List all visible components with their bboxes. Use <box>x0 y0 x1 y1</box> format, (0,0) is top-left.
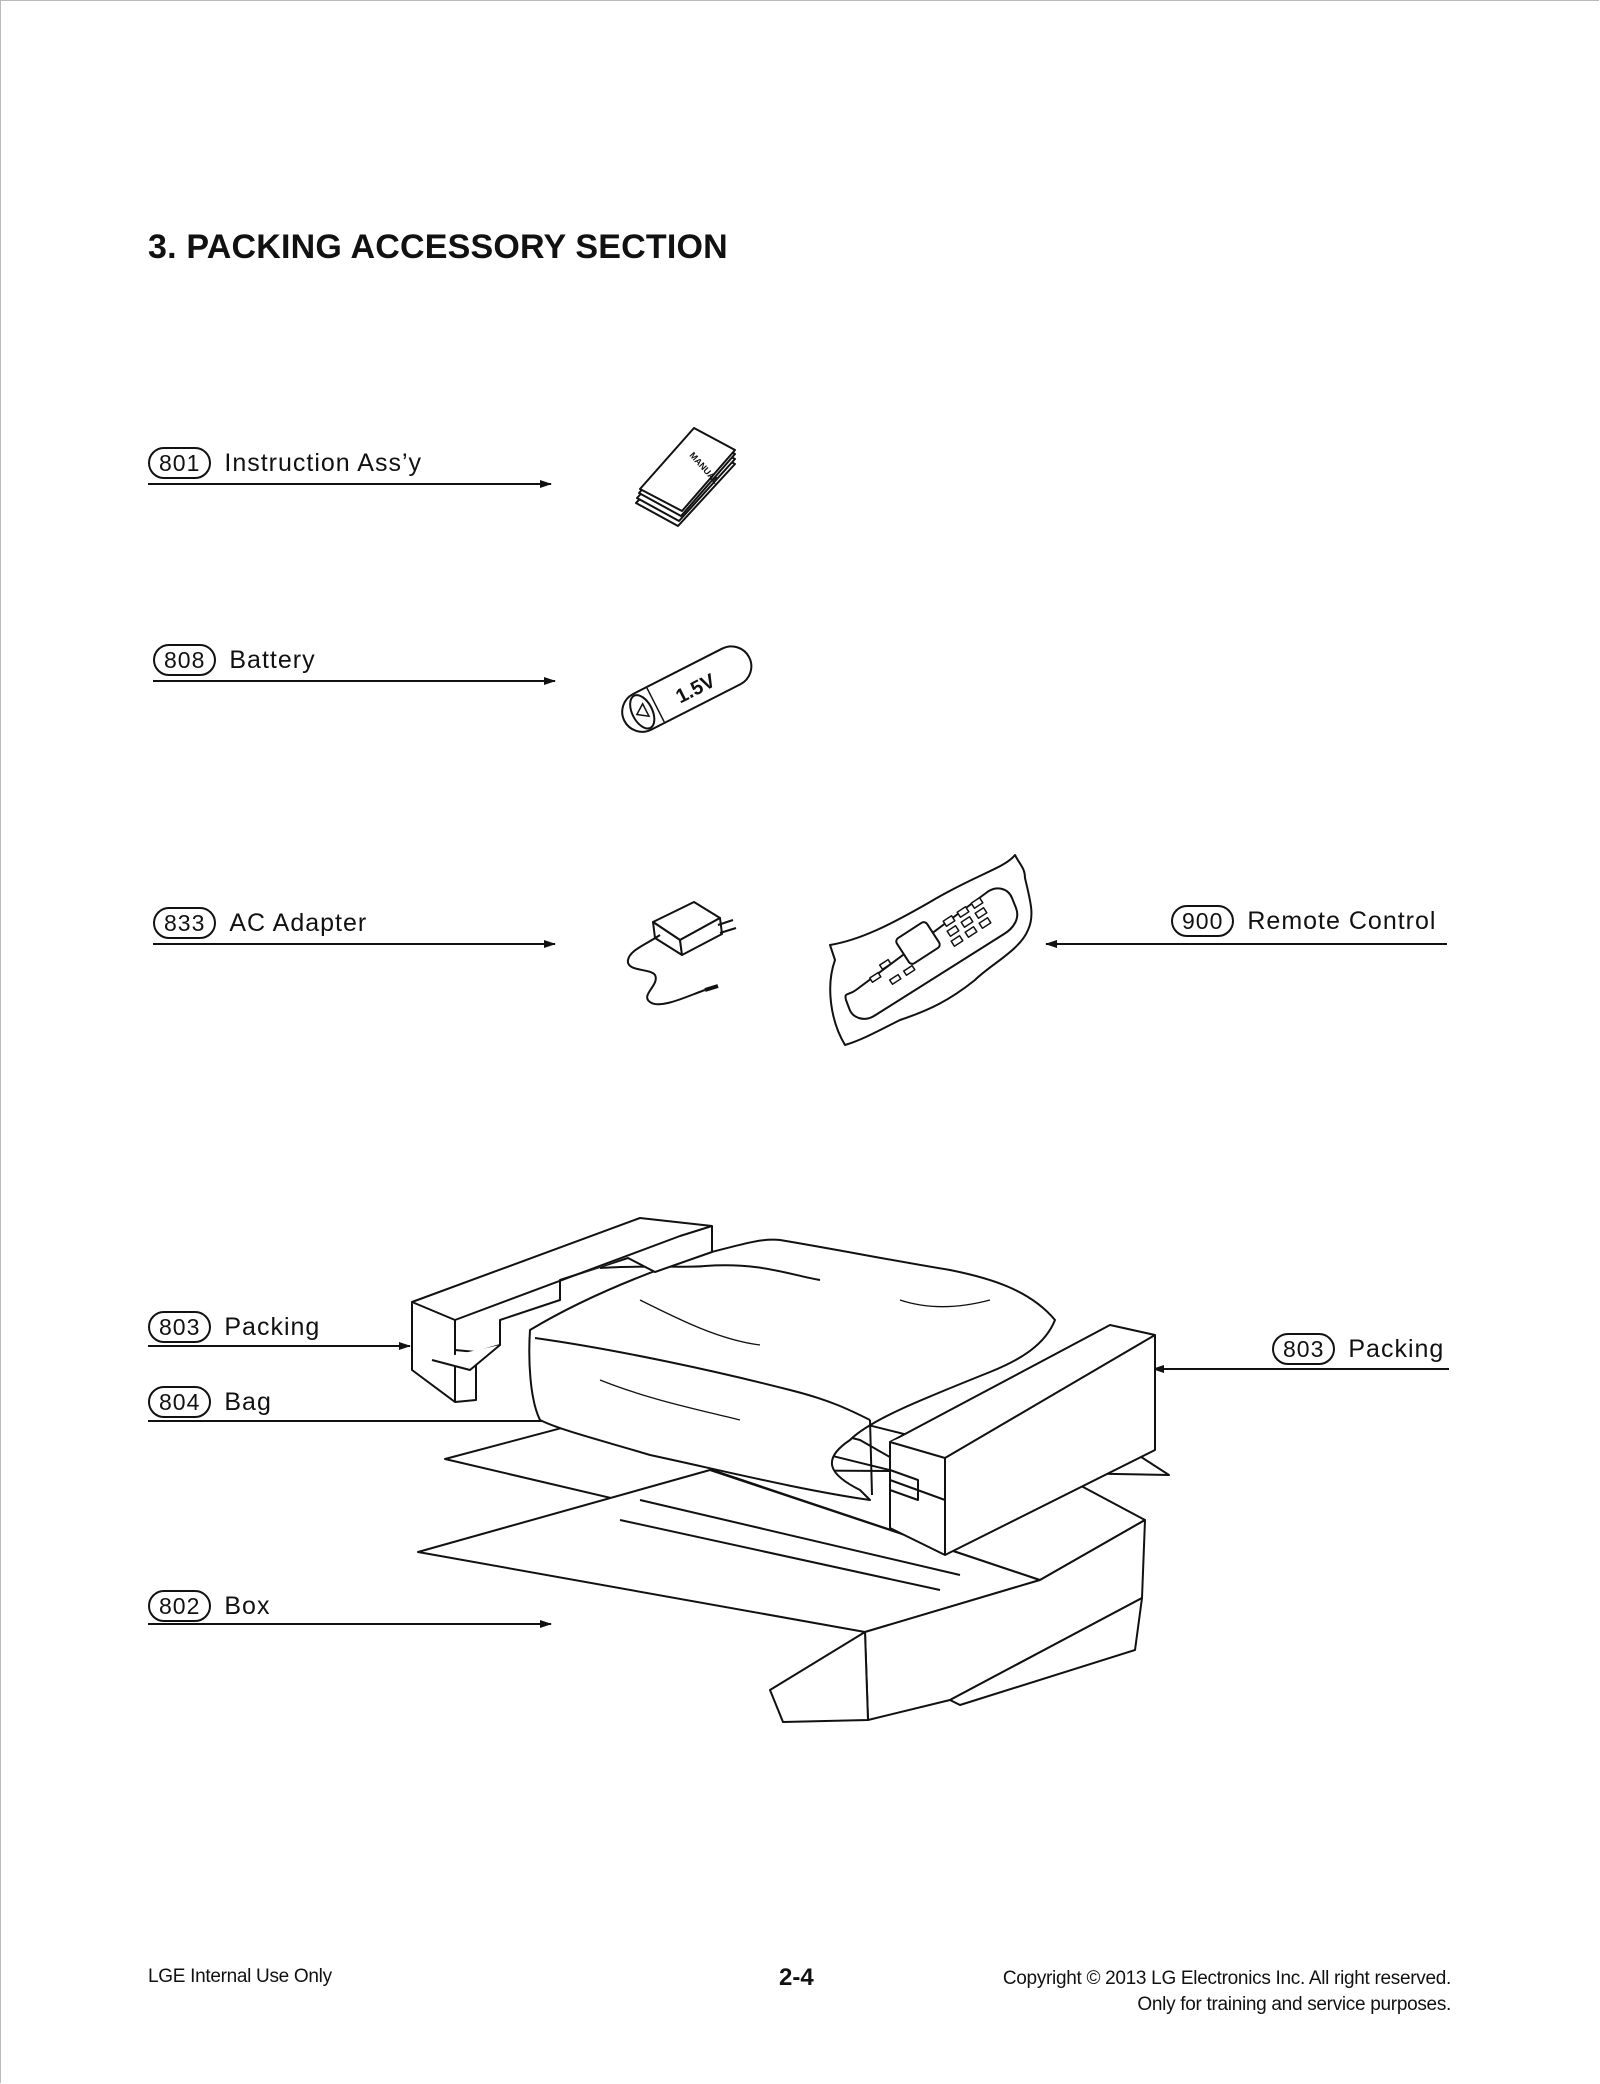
part-code: 804 <box>148 1386 212 1418</box>
part-label: Remote Control <box>1247 906 1437 935</box>
footer-copyright: Copyright © 2013 LG Electronics Inc. All… <box>1003 1966 1451 2018</box>
callout-remote-control: 900 Remote Control <box>1171 905 1436 937</box>
copyright-line-1: Copyright © 2013 LG Electronics Inc. All… <box>1002 1968 1451 1989</box>
part-code: 808 <box>153 644 217 676</box>
part-label: Battery <box>229 645 316 674</box>
copyright-line-2: Only for training and service purposes. <box>1137 1994 1451 2015</box>
part-label: Packing <box>1348 1334 1445 1363</box>
part-code: 802 <box>148 1590 212 1622</box>
section-title: 3. PACKING ACCESSORY SECTION <box>148 228 728 266</box>
page-number: 2-4 <box>779 1964 814 1991</box>
part-label: Bag <box>224 1387 272 1416</box>
callout-packing-right: 803 Packing <box>1272 1333 1444 1365</box>
callout-box: 802 Box <box>148 1590 270 1622</box>
part-label: Packing <box>224 1312 321 1341</box>
callout-battery: 808 Battery <box>153 644 316 676</box>
leader-lines <box>148 480 1449 1628</box>
box-packaging-icon <box>411 1217 1170 1723</box>
part-label: Box <box>224 1591 271 1620</box>
manual-booklet-icon: MANUAL <box>635 427 736 527</box>
callout-instruction: 801 Instruction Ass’y <box>148 447 422 479</box>
callout-packing-left: 803 Packing <box>148 1311 320 1343</box>
remote-control-icon <box>829 854 1033 1046</box>
part-code: 803 <box>1272 1333 1336 1365</box>
part-label: Instruction Ass’y <box>224 448 423 477</box>
part-code: 803 <box>148 1311 212 1343</box>
part-code: 833 <box>153 907 217 939</box>
part-code: 801 <box>148 447 212 479</box>
part-label: AC Adapter <box>229 908 368 937</box>
part-code: 900 <box>1171 905 1235 937</box>
callout-bag: 804 Bag <box>148 1386 272 1418</box>
footer-internal-use: LGE Internal Use Only <box>148 1966 332 1987</box>
callout-ac-adapter: 833 AC Adapter <box>153 907 367 939</box>
battery-icon: 1.5V <box>621 645 753 733</box>
ac-adapter-icon <box>626 901 737 1006</box>
